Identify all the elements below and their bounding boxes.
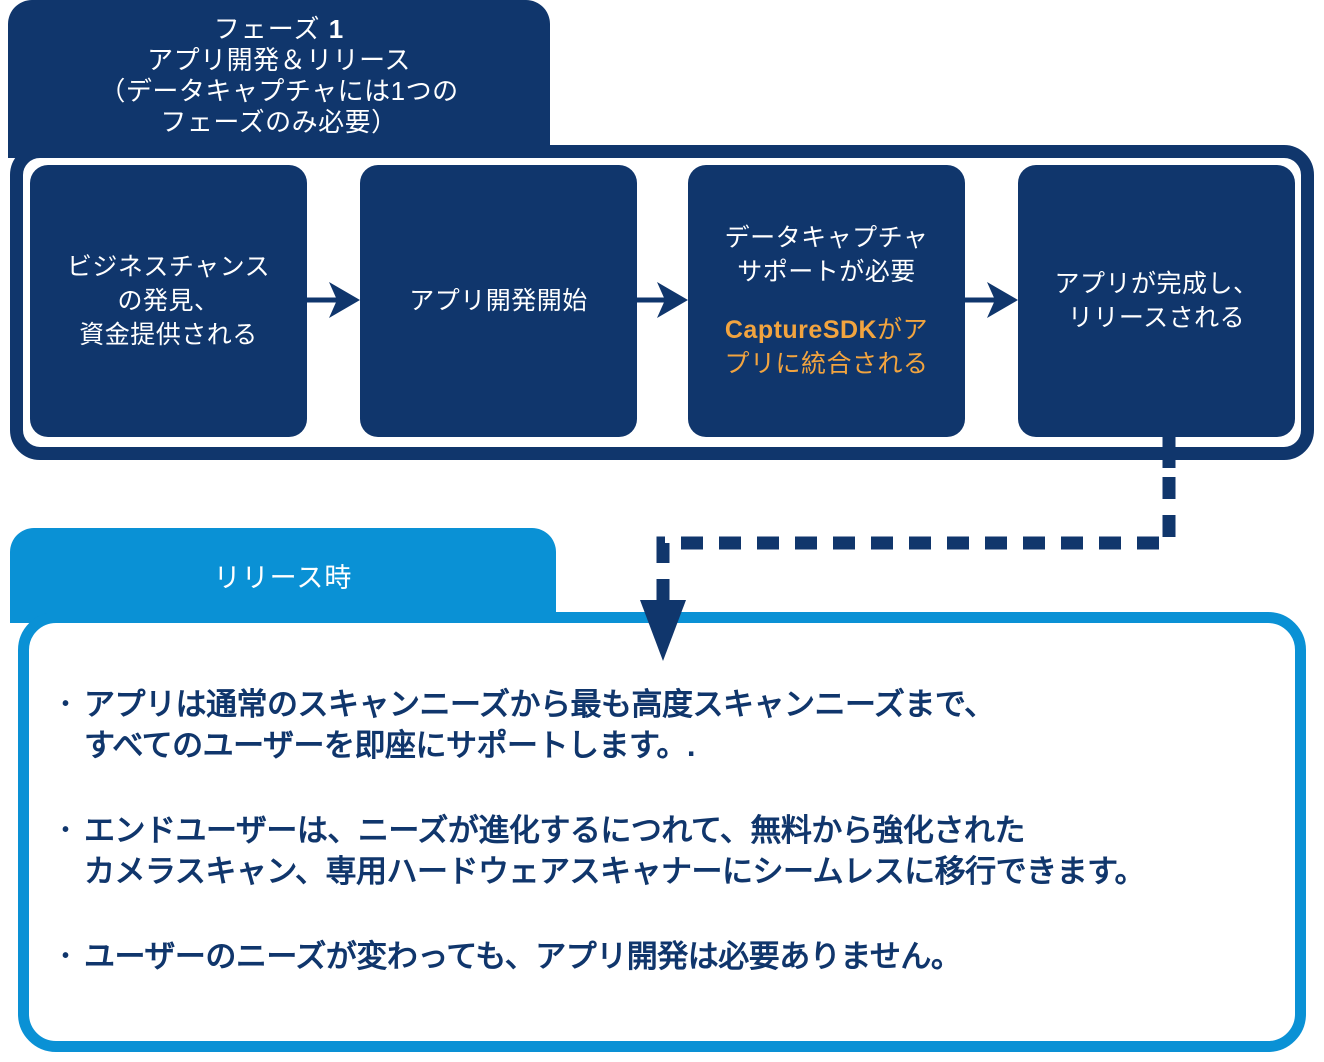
step-text: アプリが完成し、 リリースされる: [1054, 270, 1259, 332]
step-text: ビジネスチャンス の発見、 資金提供される: [66, 253, 271, 349]
capture-sdk-bold: CaptureSDK: [724, 316, 878, 344]
phase1-tab-title: フェーズ 1: [8, 13, 550, 45]
bullet-dot-icon: •: [62, 693, 70, 715]
arrow-right-icon: [632, 282, 688, 318]
capture-sdk-note: CaptureSDKがア プリに統合される: [724, 313, 928, 381]
release-tab: リリース時: [10, 528, 556, 623]
bullet-dot-icon: •: [62, 819, 70, 841]
step-box-dev-start: アプリ開発開始: [360, 165, 637, 437]
phase1-tab: フェーズ 1 アプリ開発＆リリース （データキャプチャには1つの フェーズのみ必…: [8, 0, 550, 158]
arrow-right-icon: [304, 282, 360, 318]
bullet-text: ユーザーのニーズが変わっても、アプリ開発は必要ありません。: [84, 939, 962, 974]
arrow-right-icon: [962, 282, 1018, 318]
phase1-title-prefix: フェーズ: [213, 14, 329, 44]
bullet-item: • ユーザーのニーズが変わっても、アプリ開発は必要ありません。: [62, 936, 1277, 977]
bullet-text: アプリは通常のスキャンニーズから最も高度スキャンニーズまで、 すべてのユーザーを…: [84, 687, 995, 763]
phase1-title-number: 1: [328, 14, 345, 44]
bullet-dot-icon: •: [62, 945, 70, 967]
step-box-data-capture: データキャプチャ サポートが必要 CaptureSDKがア プリに統合される: [688, 165, 965, 437]
step-box-release: アプリが完成し、 リリースされる: [1018, 165, 1295, 437]
capture-sdk-rest: がア プリに統合される: [724, 316, 929, 378]
release-tab-label: リリース時: [213, 563, 353, 593]
step-box-opportunity: ビジネスチャンス の発見、 資金提供される: [30, 165, 307, 437]
bullet-item: • エンドユーザーは、ニーズが進化するにつれて、無料から強化された カメラスキャ…: [62, 810, 1277, 892]
step-text: データキャプチャ サポートが必要: [724, 224, 929, 286]
bullet-list: • アプリは通常のスキャンニーズから最も高度スキャンニーズまで、 すべてのユーザ…: [62, 684, 1277, 1021]
step-text: アプリ開発開始: [409, 287, 588, 315]
bullet-text: エンドユーザーは、ニーズが進化するにつれて、無料から強化された カメラスキャン、…: [84, 813, 1146, 889]
phase1-tab-subtitle: アプリ開発＆リリース （データキャプチャには1つの フェーズのみ必要）: [99, 45, 459, 137]
bullet-item: • アプリは通常のスキャンニーズから最も高度スキャンニーズまで、 すべてのユーザ…: [62, 684, 1277, 766]
